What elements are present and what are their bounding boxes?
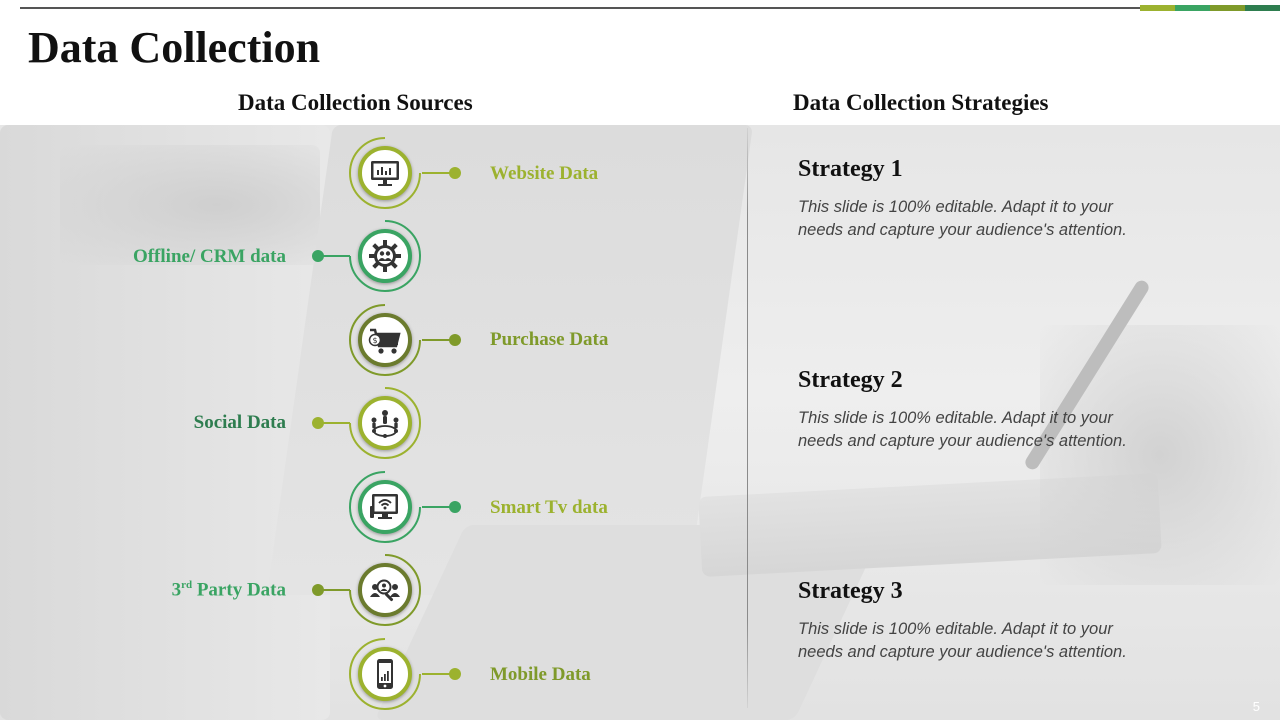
source-node-mobile (348, 637, 422, 711)
accent-bar-2 (1175, 5, 1210, 11)
accent-bar-3 (1210, 5, 1245, 11)
progress-ring (349, 554, 421, 626)
connector-dot (449, 334, 461, 346)
source-node-website (348, 136, 422, 210)
strategy-1-text: This slide is 100% editable. Adapt it to… (798, 198, 1127, 239)
source-node-purchase: $ (348, 303, 422, 377)
connector-line (422, 506, 454, 508)
source-node-third-party (348, 553, 422, 627)
strategy-3-text: This slide is 100% editable. Adapt it to… (798, 620, 1127, 661)
progress-ring (349, 638, 421, 710)
source-node-offline-crm (348, 219, 422, 293)
page-number: 5 (1252, 699, 1260, 714)
source-label-social: Social Data (193, 412, 286, 433)
connector-line (422, 339, 454, 341)
shopping-cart-icon: $ (368, 328, 401, 354)
svg-text:$: $ (372, 336, 377, 345)
strategy-1-title: Strategy 1 (798, 156, 903, 182)
connector-line (422, 673, 454, 675)
connector-dot (449, 668, 461, 680)
label-superscript: rd (181, 579, 193, 591)
column-divider (747, 128, 748, 708)
people-search-icon (370, 579, 400, 602)
connector-dot (449, 167, 461, 179)
source-node-social (348, 386, 422, 460)
strategy-2-title: Strategy 2 (798, 367, 903, 393)
connector-line (318, 422, 350, 424)
monitor-chart-icon (371, 161, 399, 186)
accent-bar-4 (1245, 5, 1280, 11)
source-label-purchase: Purchase Data (490, 329, 609, 350)
sources-heading: Data Collection Sources (238, 90, 473, 115)
slide-title: Data Collection (28, 23, 321, 72)
background-photo (0, 125, 1280, 720)
gear-people-icon (369, 240, 401, 272)
connector-dot (312, 417, 324, 429)
source-label-website: Website Data (490, 163, 599, 184)
label-main: 3 (171, 579, 182, 601)
source-label-mobile: Mobile Data (490, 664, 591, 685)
icon-disc (358, 563, 412, 617)
connector-line (318, 255, 350, 257)
connector-dot (312, 250, 324, 262)
source-label-third-party: 3rd Party Data (172, 579, 286, 601)
strategies-heading: Data Collection Strategies (793, 90, 1049, 115)
label-rest: Party Data (192, 579, 286, 601)
source-label-smart-tv: Smart Tv data (490, 497, 608, 518)
progress-ring (349, 471, 421, 543)
source-label-offline-crm: Offline/ CRM data (132, 246, 286, 267)
strategy-2-text: This slide is 100% editable. Adapt it to… (798, 409, 1127, 450)
accent-bar-1 (1140, 5, 1175, 11)
progress-ring (349, 137, 421, 209)
strategy-3-title: Strategy 3 (798, 578, 903, 604)
source-node-smart-tv (348, 470, 422, 544)
smart-tv-icon (370, 494, 398, 519)
connector-dot (449, 501, 461, 513)
progress-ring (349, 304, 421, 376)
mobile-phone-icon (377, 659, 393, 689)
social-network-icon (371, 410, 399, 438)
connector-line (318, 589, 350, 591)
connector-dot (312, 584, 324, 596)
progress-ring (349, 220, 421, 292)
progress-ring (349, 387, 421, 459)
connector-line (422, 172, 454, 174)
top-rule (20, 7, 1280, 9)
